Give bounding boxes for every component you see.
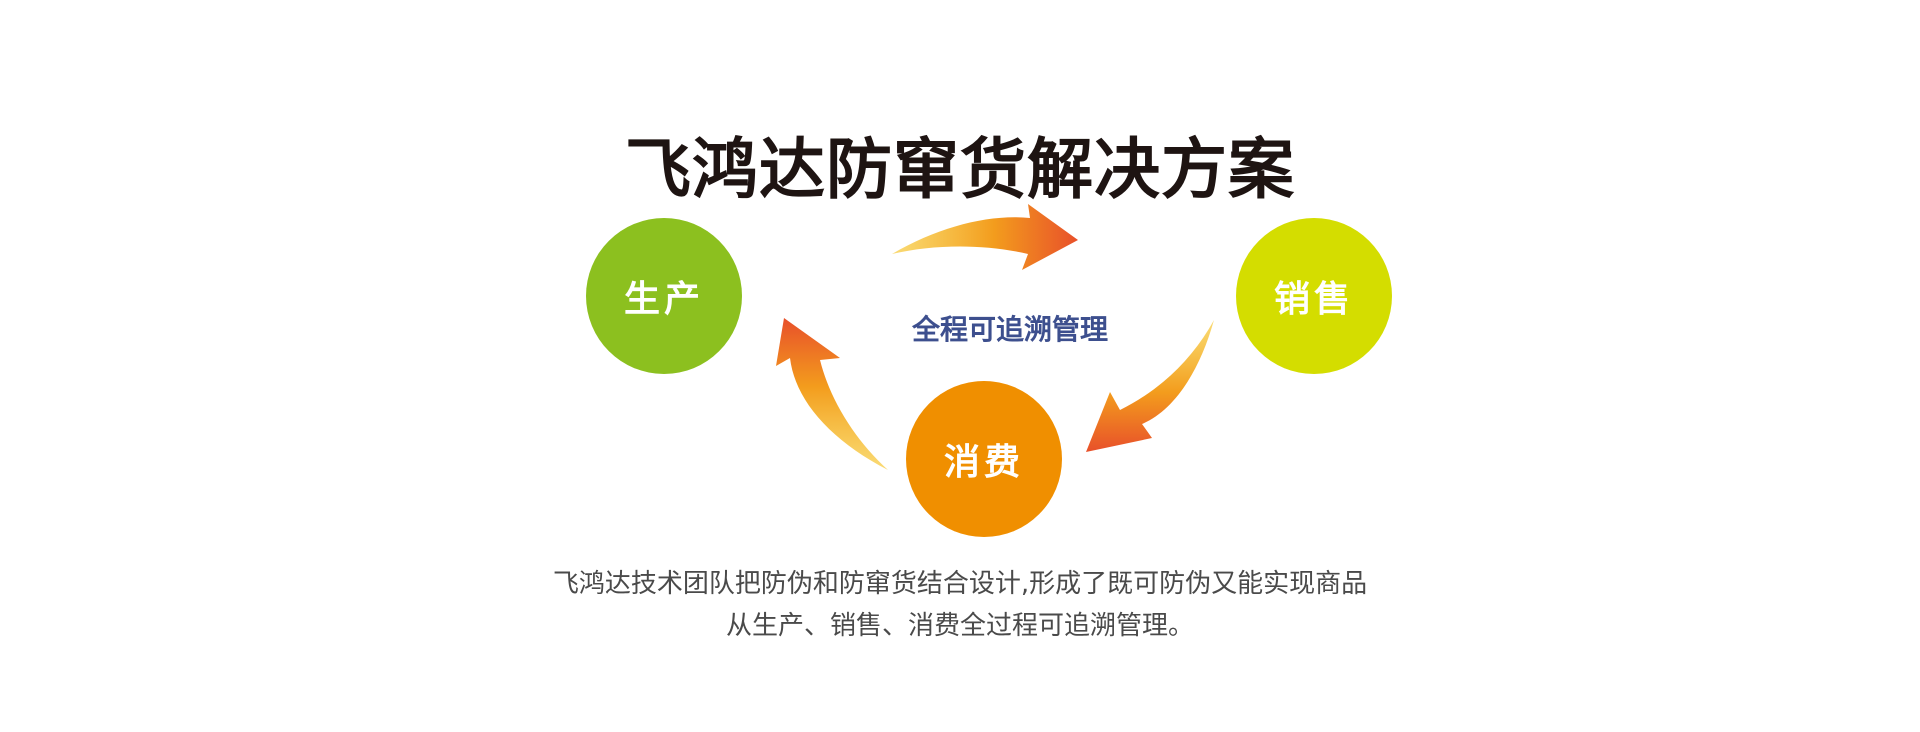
description: 飞鸿达技术团队把防伪和防窜货结合设计,形成了既可防伪又能实现商品 从生产、销售、…: [460, 563, 1460, 647]
arrow-produce-to-sales: [892, 204, 1078, 270]
description-line-1: 飞鸿达技术团队把防伪和防窜货结合设计,形成了既可防伪又能实现商品: [552, 569, 1368, 599]
arrow-sales-to-consume: [1086, 320, 1214, 452]
node-sales: 销售: [1236, 218, 1392, 374]
arrow-consume-to-produce: [776, 318, 888, 470]
center-label: 全程可追溯管理: [911, 313, 1108, 346]
description-line-2: 从生产、销售、消费全过程可追溯管理。: [725, 611, 1194, 641]
page-title: 飞鸿达防窜货解决方案: [625, 131, 1295, 209]
node-sales-label: 销售: [1273, 279, 1354, 320]
node-produce: 生产: [586, 218, 742, 374]
node-consume: 消费: [906, 381, 1062, 537]
node-consume-label: 消费: [943, 442, 1024, 483]
node-produce-label: 生产: [623, 279, 704, 320]
